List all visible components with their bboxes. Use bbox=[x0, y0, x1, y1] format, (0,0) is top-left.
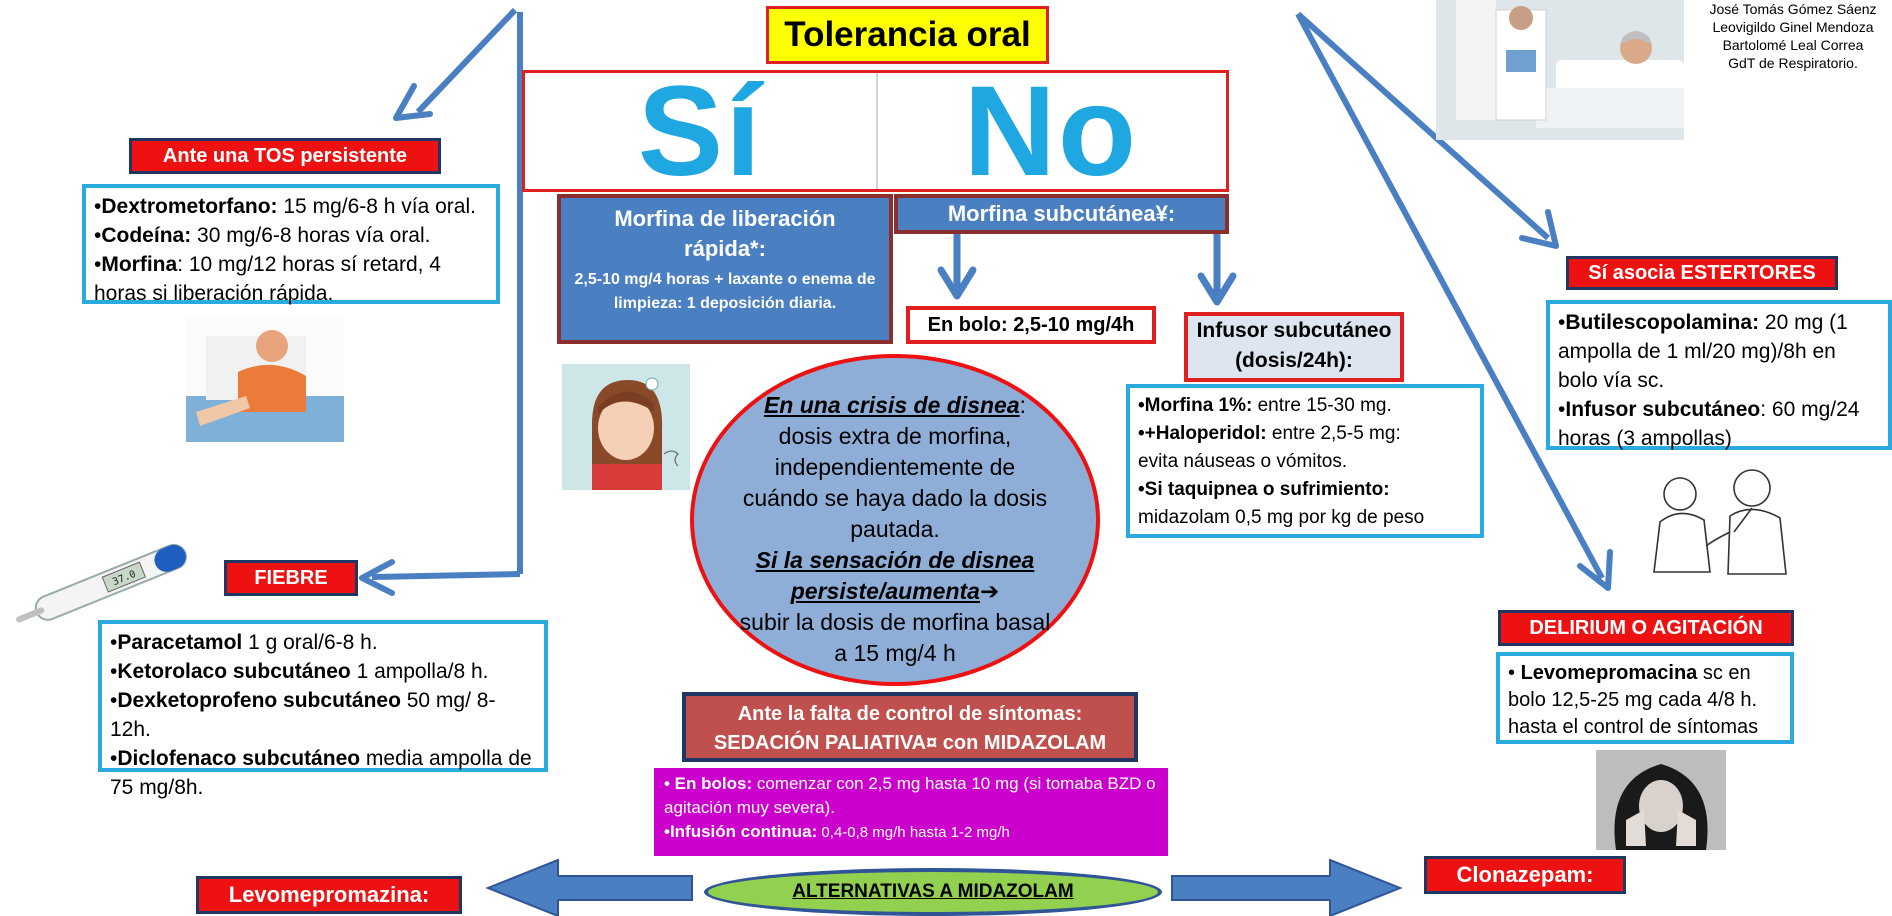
block-arrow-left bbox=[485, 858, 693, 916]
arrow-to-delirium bbox=[1295, 12, 1613, 591]
no-label: No bbox=[963, 59, 1139, 203]
tos-list: •Dextrometorfano: 15 mg/6-8 h vía oral. … bbox=[82, 184, 500, 305]
tos-label: Ante una TOS persistente bbox=[129, 138, 441, 174]
block-arrow-right bbox=[1171, 858, 1403, 916]
crisis-text-1: dosis extra de morfina, independientemen… bbox=[742, 423, 1048, 542]
alternatives-label: ALTERNATIVAS A MIDAZOLAM bbox=[704, 868, 1162, 916]
author-3: Bartolomé Leal Correa bbox=[1722, 37, 1864, 53]
infusor-details: •Morfina 1%: entre 15-30 mg. •+Haloperid… bbox=[1126, 384, 1484, 538]
delirium-text: sc en bolo 12,5-25 mg cada 4/8 h. hasta … bbox=[1508, 662, 1759, 738]
bolus-label: En bolo: bbox=[927, 314, 1008, 336]
fiebre-list: •Paracetamol 1 g oral/6-8 h. •Ketorolaco… bbox=[98, 620, 548, 799]
yes-no-divider bbox=[875, 73, 878, 189]
dyspnea-crisis-ellipse: En una crisis de disnea: dosis extra de … bbox=[690, 354, 1100, 686]
crisis-lead-2: Si la sensación de disnea persiste/aumen… bbox=[755, 547, 1035, 604]
infusor-line-5: midazolam 0,5 mg por kg de peso bbox=[1138, 507, 1425, 528]
delirium-drug: Levomepromacina bbox=[1520, 662, 1698, 684]
midazolam-bolos: • En bolos: comenzar con 2,5 mg hasta 10… bbox=[664, 774, 1156, 817]
crisis-lead: En una crisis de disnea: bbox=[763, 392, 1027, 418]
yes-no-banner: Sí No bbox=[522, 59, 1229, 203]
delirium-label: DELIRIUM O AGITACIÓN bbox=[1498, 610, 1794, 646]
tos-item-2: •Codeína: 30 mg/6-8 horas vía oral. bbox=[94, 224, 431, 247]
arrow-to-estertores bbox=[1295, 11, 1559, 249]
author-1: José Tomás Gómez Sáenz bbox=[1709, 1, 1877, 17]
thermometer-icon: 37.0 bbox=[8, 536, 194, 628]
fiebre-item-2: •Ketorolaco subcutáneo 1 ampolla/8 h. bbox=[110, 660, 489, 683]
bolus-box: En bolo: 2,5-10 mg/4h bbox=[906, 306, 1156, 344]
delirium-box: • Levomepromacina sc en bolo 12,5-25 mg … bbox=[1496, 652, 1794, 744]
yes-label: Sí bbox=[637, 59, 763, 203]
sedation-box: Ante la falta de control de síntomas: SE… bbox=[682, 692, 1138, 762]
arrow-to-tos bbox=[393, 7, 518, 121]
sedation-line-1: Ante la falta de control de síntomas: bbox=[737, 703, 1083, 725]
arrow-to-infusor bbox=[1197, 232, 1237, 306]
estertores-item-1: •Butilescopolamina: 20 mg (1 ampolla de … bbox=[1558, 311, 1848, 392]
coughing-man-image bbox=[186, 316, 344, 442]
oral-morphine-body: 2,5-10 mg/4 horas + laxante o enema de l… bbox=[574, 271, 876, 312]
infusor-title: Infusor subcutáneo (dosis/24h): bbox=[1184, 312, 1404, 382]
arrow-to-fiebre bbox=[359, 559, 521, 596]
doctor-auscultation-drawing bbox=[1630, 462, 1800, 580]
estertores-item-2: •Infusor subcutáneo: 60 mg/24 horas (3 a… bbox=[1558, 398, 1860, 450]
bolus-value: 2,5-10 mg/4h bbox=[1013, 314, 1135, 336]
arrow-to-bolo bbox=[937, 232, 977, 300]
sedation-line-2: SEDACIÓN PALIATIVA¤ con MIDAZOLAM bbox=[713, 732, 1107, 754]
levomepromazina-label: Levomepromazina: bbox=[196, 876, 462, 914]
oral-morphine-box: Morfina de liberación rápida*: 2,5-10 mg… bbox=[557, 194, 893, 344]
infusor-line-4: •Si taquipnea o sufrimiento: bbox=[1138, 479, 1390, 500]
estertores-label: Sí asocia ESTERTORES bbox=[1566, 256, 1838, 290]
fiebre-item-1: •Paracetamol 1 g oral/6-8 h. bbox=[110, 631, 378, 654]
estertores-list: •Butilescopolamina: 20 mg (1 ampolla de … bbox=[1546, 300, 1892, 450]
page-title: Tolerancia oral bbox=[766, 6, 1049, 64]
fiebre-item-3: •Dexketoprofeno subcutáneo 50 mg/ 8-12h. bbox=[110, 689, 496, 741]
clonazepam-label: Clonazepam: bbox=[1424, 856, 1626, 894]
midazolam-box: • En bolos: comenzar con 2,5 mg hasta 10… bbox=[654, 768, 1168, 856]
crisis-text-2: subir la dosis de morfina basal a 15 mg/… bbox=[739, 609, 1051, 666]
subcut-morphine-header: Morfina subcutánea¥: bbox=[894, 194, 1229, 234]
agitated-woman-photo bbox=[1596, 750, 1726, 850]
dyspnea-woman-image bbox=[562, 364, 690, 490]
fiebre-label: FIEBRE bbox=[224, 560, 358, 596]
infusor-line-3: evita náuseas o vómitos. bbox=[1138, 451, 1348, 472]
tos-item-1: •Dextrometorfano: 15 mg/6-8 h vía oral. bbox=[94, 195, 476, 218]
infusor-line-2: •+Haloperidol: entre 2,5-5 mg: bbox=[1138, 423, 1401, 444]
midazolam-infusion: •Infusión continua: 0,4-0,8 mg/h hasta 1… bbox=[664, 822, 1010, 841]
infusor-line-1: •Morfina 1%: entre 15-30 mg. bbox=[1138, 395, 1392, 416]
authors: José Tomás Gómez Sáenz Leovigildo Ginel … bbox=[1694, 0, 1892, 72]
fiebre-item-4: •Diclofenaco subcutáneo media ampolla de… bbox=[110, 747, 532, 799]
tos-item-3: •Morfina: 10 mg/12 horas sí retard, 4 ho… bbox=[94, 253, 441, 305]
author-4: GdT de Respiratorio. bbox=[1728, 55, 1858, 71]
doctor-patient-photo bbox=[1436, 0, 1684, 140]
author-2: Leovigildo Ginel Mendoza bbox=[1712, 19, 1874, 35]
oral-morphine-header: Morfina de liberación rápida*: bbox=[614, 206, 836, 261]
